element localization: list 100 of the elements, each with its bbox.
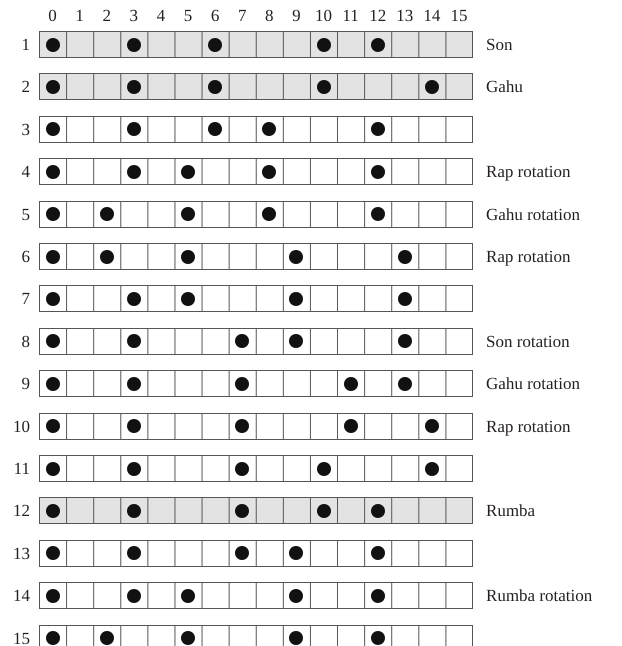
onset-dot <box>126 376 141 391</box>
onset-dot <box>370 588 385 603</box>
onset-dot <box>46 546 60 560</box>
onset-dot <box>370 207 385 222</box>
column-number: 9 <box>291 6 302 26</box>
onset-dot <box>46 122 60 136</box>
column-number: 8 <box>264 6 275 26</box>
rhythm-name: Rumba rotation <box>486 586 592 606</box>
onset-dot <box>235 462 250 476</box>
onset-dot <box>46 462 60 476</box>
onset-dot <box>208 122 222 136</box>
onset-dot <box>398 334 412 348</box>
onset-dot <box>370 631 385 646</box>
onset-dot <box>126 122 141 136</box>
onset-dot <box>398 376 412 391</box>
row-number: 2 <box>20 77 30 98</box>
onset-dot <box>46 250 60 264</box>
onset-dot <box>398 250 412 264</box>
row-number: 7 <box>20 289 30 310</box>
onset-dot <box>316 462 331 476</box>
onset-dot <box>46 164 60 179</box>
onset-dot <box>235 376 250 391</box>
row-number: 15 <box>12 628 30 646</box>
onset-dot <box>46 376 60 391</box>
onset-dot <box>344 376 358 391</box>
onset-dot <box>262 164 276 179</box>
onset-dot <box>181 292 196 306</box>
onset-dot <box>289 546 304 560</box>
column-number: 13 <box>395 6 414 26</box>
column-number: 7 <box>236 6 248 26</box>
onset-dot <box>262 207 276 222</box>
row-number: 14 <box>12 586 30 606</box>
onset-dot <box>424 419 439 434</box>
rhythm-name: Rap rotation <box>486 162 571 182</box>
onset-dot <box>235 546 250 560</box>
onset-dot <box>344 419 358 434</box>
onset-dot <box>46 292 60 306</box>
onset-dot <box>370 164 385 179</box>
onset-dot <box>370 122 385 136</box>
onset-dot <box>100 631 114 646</box>
onset-dot <box>262 122 276 136</box>
onset-dot <box>181 164 196 179</box>
onset-dot <box>289 292 304 306</box>
onset-dot <box>126 292 141 306</box>
onset-dot <box>126 164 141 179</box>
column-number: 14 <box>422 6 442 26</box>
column-number: 2 <box>101 6 112 26</box>
onset-dot <box>46 588 60 603</box>
row-number: 4 <box>20 162 30 182</box>
row-number: 3 <box>20 120 30 140</box>
column-number: 15 <box>450 6 468 26</box>
row-number: 12 <box>12 501 30 522</box>
rhythm-name: Rumba <box>486 501 536 522</box>
onset-dot <box>235 419 250 434</box>
column-number: 3 <box>128 6 140 26</box>
onset-dot <box>181 207 196 222</box>
rhythm-name: Son rotation <box>486 332 570 352</box>
column-number: 11 <box>341 6 360 26</box>
column-number: 5 <box>182 6 194 26</box>
rhythm-name: Gahu <box>486 77 523 98</box>
row-number: 6 <box>20 247 30 267</box>
onset-dot <box>181 631 196 646</box>
onset-dot <box>181 588 196 603</box>
column-number: 1 <box>74 6 85 26</box>
onset-dot <box>181 250 196 264</box>
rhythm-name: Gahu rotation <box>486 204 580 225</box>
onset-dot <box>289 588 304 603</box>
onset-dot <box>370 546 385 560</box>
rhythm-name: Rap rotation <box>486 247 571 267</box>
onset-dot <box>46 419 60 434</box>
onset-dot <box>126 334 141 348</box>
row-number: 9 <box>20 374 30 394</box>
rhythm-name: Rap rotation <box>486 416 571 437</box>
onset-dot <box>126 462 141 476</box>
onset-dot <box>289 631 304 646</box>
column-number: 0 <box>47 6 58 26</box>
onset-dot <box>126 546 141 560</box>
onset-dot <box>46 334 60 348</box>
onset-dot <box>46 631 60 646</box>
onset-dot <box>126 419 141 434</box>
row-number: 10 <box>12 416 30 437</box>
column-number: 12 <box>368 6 388 26</box>
row-number: 8 <box>20 332 30 352</box>
onset-dot <box>289 250 304 264</box>
column-number: 4 <box>156 6 166 26</box>
row-number: 11 <box>12 459 30 479</box>
onset-dot <box>100 250 114 264</box>
onset-dot <box>398 292 412 306</box>
rhythm-name: Son <box>486 35 512 55</box>
onset-dot <box>100 207 114 222</box>
row-number: 1 <box>20 35 30 55</box>
row-number: 5 <box>20 204 30 225</box>
column-number: 10 <box>314 6 333 26</box>
onset-dot <box>289 334 304 348</box>
column-number: 6 <box>210 6 220 26</box>
row-number: 13 <box>12 544 30 564</box>
onset-dot <box>46 207 60 222</box>
rhythm-name: Gahu rotation <box>486 374 580 394</box>
onset-dot <box>235 334 250 348</box>
onset-dot <box>126 588 141 603</box>
